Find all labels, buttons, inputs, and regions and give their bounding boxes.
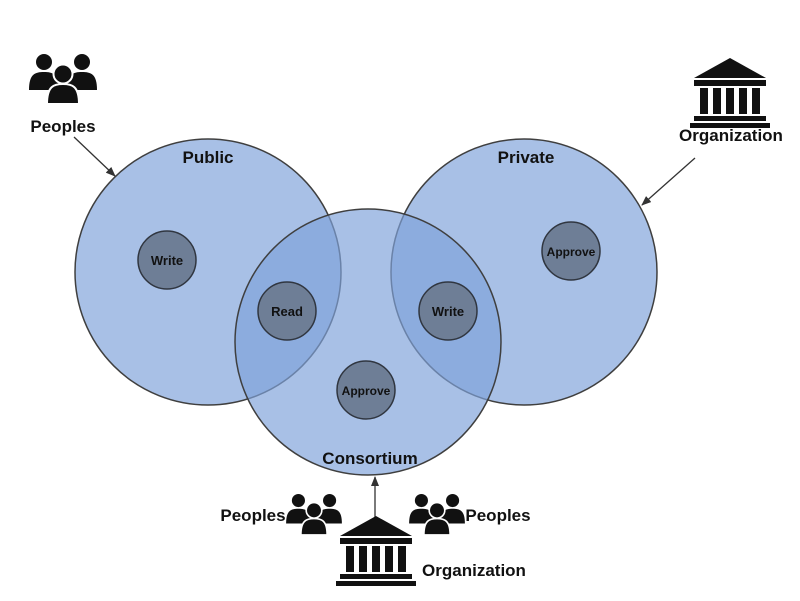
people-group-icon xyxy=(285,493,343,536)
consortium-peoples-right-label: Peoples xyxy=(465,506,530,525)
public-circle-label: Public xyxy=(182,148,233,167)
node-consortium-approve: Approve xyxy=(336,360,396,420)
node-public-write: Write xyxy=(137,230,197,290)
public-peoples-label: Peoples xyxy=(30,117,95,136)
node-shared-write: Write xyxy=(418,281,478,341)
people-group-icon xyxy=(408,493,466,536)
node-shared-write-label: Write xyxy=(432,304,464,319)
arrow-organization-to-private xyxy=(641,157,696,206)
arrow-peoples-to-public xyxy=(73,136,116,177)
consortium-organization-label: Organization xyxy=(422,561,526,580)
node-public-write-label: Write xyxy=(151,253,183,268)
consortium-peoples-left-label: Peoples xyxy=(220,506,285,525)
private-circle-label: Private xyxy=(498,148,555,167)
institution-building-icon xyxy=(690,58,770,128)
node-shared-read-label: Read xyxy=(271,304,303,319)
node-private-approve-label: Approve xyxy=(547,245,596,259)
private-organization-label: Organization xyxy=(679,126,783,145)
node-consortium-approve-label: Approve xyxy=(342,384,391,398)
consortium-circle xyxy=(234,208,502,476)
node-private-approve: Approve xyxy=(541,221,601,281)
consortium-circle-label: Consortium xyxy=(322,449,417,468)
institution-building-icon xyxy=(336,516,416,586)
node-shared-read: Read xyxy=(257,281,317,341)
people-group-icon xyxy=(28,53,98,105)
